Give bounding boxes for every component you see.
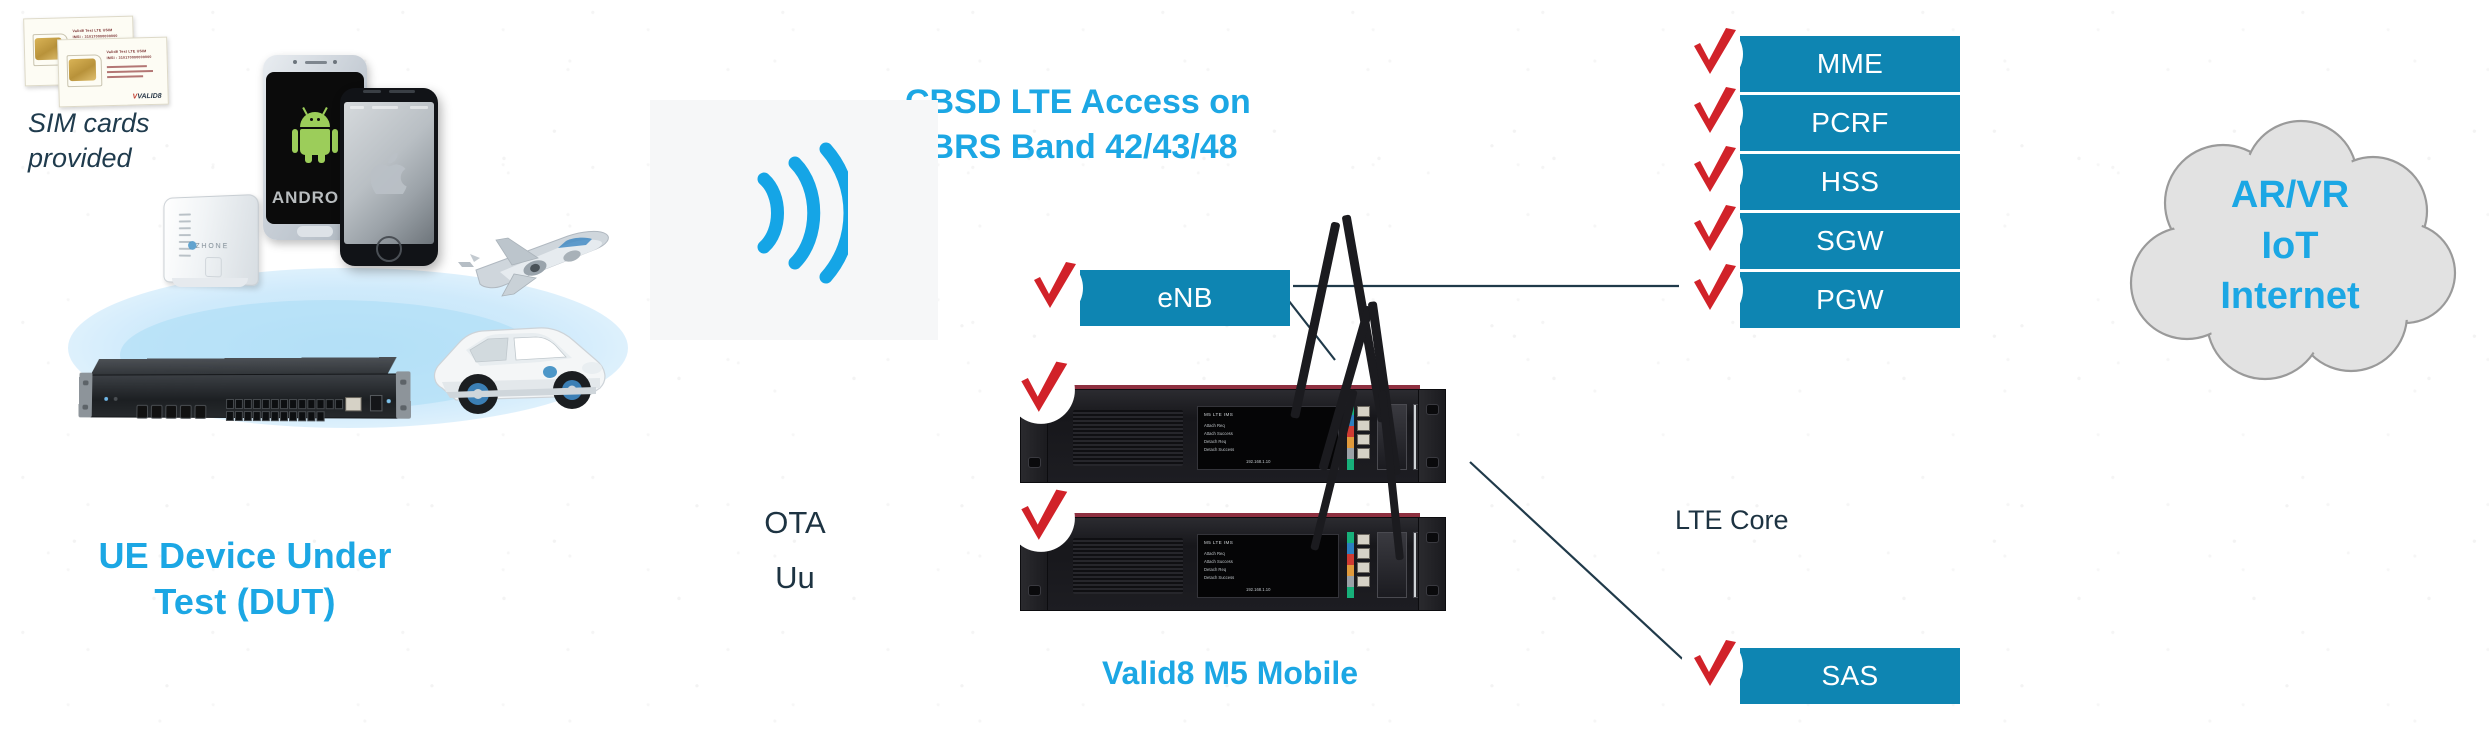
m5-rack-unit-top: M5 LTE IMS Attach Req Attach Success Det…: [1007, 356, 1446, 483]
lcd-row: Attach Success: [1204, 559, 1233, 564]
core-function-label: PCRF: [1811, 107, 1889, 138]
internet-cloud-shape: [2129, 119, 2457, 381]
apple-logo-icon: [371, 152, 407, 194]
uu-interface-label: Uu: [775, 560, 815, 595]
check-badge-icon: [1681, 635, 1743, 697]
enb-label: eNB: [1157, 282, 1213, 313]
check-badge-icon: [1681, 200, 1743, 262]
ue-label-line1: UE Device Under: [98, 535, 392, 576]
sas-label: SAS: [1821, 660, 1879, 691]
cbsd-access-title: CBSD LTE Access on CBRS Band 42/43/48: [905, 80, 1425, 170]
ota-label: OTA: [764, 505, 826, 540]
lcd-ip: 192.168.1.10: [1246, 459, 1271, 464]
lcd-row: Attach Req: [1204, 551, 1225, 556]
android-robot-icon: [292, 106, 338, 163]
ue-label-line2: Test (DUT): [154, 581, 336, 623]
lcd-row: Detach Success: [1204, 447, 1235, 452]
sim-card-title: Valid8 Test LTE USIM: [72, 28, 113, 34]
cloud-label-line2: IoT: [2261, 224, 2319, 267]
sim-card-front: Valid8 Test LTE USIM IMSI : 310170000000…: [57, 36, 169, 108]
sim-card-title: Valid8 Test LTE USIM: [106, 49, 147, 55]
cpe-router-device: ZHONE: [152, 193, 270, 296]
core-function-box[interactable]: PGW: [1740, 272, 1960, 328]
rack-to-sas-line: [1469, 461, 1691, 667]
core-function-box[interactable]: SGW: [1740, 213, 1960, 269]
lcd-header: M5 LTE IMS: [1204, 540, 1234, 545]
cloud-services-label: AR/VR IoT Internet: [2105, 170, 2475, 322]
valid8-m5-mobile-label: Valid8 M5 Mobile: [1101, 655, 1359, 691]
ue-device-under-test-label: UE Device Under Test (DUT): [30, 533, 460, 625]
cbsd-title-line2: CBRS Band 42/43/48: [905, 128, 1238, 167]
electric-car-device: [433, 327, 606, 414]
core-function-label: HSS: [1820, 166, 1880, 197]
lcd-row: Attach Success: [1204, 431, 1233, 436]
sim-card-imsi: IMSI : 310170000000000: [106, 54, 152, 61]
check-badge-icon: [1681, 82, 1743, 144]
core-function-box[interactable]: HSS: [1740, 154, 1960, 210]
lcd-row: Detach Req: [1204, 567, 1227, 572]
sim-cards-caption-line1: SIM cards: [28, 108, 150, 138]
check-badge-icon: [1007, 484, 1075, 552]
lcd-row: Attach Req: [1204, 423, 1225, 428]
check-badge-icon: [1007, 356, 1075, 424]
check-badge-icon: [1681, 141, 1743, 203]
core-function-label: PGW: [1816, 284, 1884, 315]
core-function-box[interactable]: MME: [1740, 36, 1960, 92]
check-badge-icon: [1021, 257, 1083, 319]
lcd-header: M5 LTE IMS: [1204, 412, 1234, 417]
cloud-label-line1: AR/VR: [2230, 174, 2350, 216]
check-badge-icon: [1681, 259, 1743, 321]
valid8-logo-text: VALID8: [137, 92, 162, 101]
check-badge-icon: [1681, 23, 1743, 85]
valid8-logo: VVALID8: [132, 92, 162, 101]
cloud-label-line3: Internet: [2220, 275, 2360, 318]
iphone-device: [340, 88, 438, 266]
sas-box[interactable]: SAS: [1740, 648, 1960, 704]
enb-box[interactable]: eNB: [1080, 270, 1290, 326]
sim-cards-caption-line2: provided: [28, 142, 132, 173]
sim-cards-caption: SIM cards provided: [28, 106, 258, 175]
core-function-label: SGW: [1816, 225, 1884, 256]
cbsd-title-line1: CBSD LTE Access on: [905, 83, 1251, 121]
ota-panel: [650, 100, 938, 340]
android-wordmark: ANDROID: [271, 188, 359, 207]
m5-rack-unit-bottom: M5 LTE IMS Attach Req Attach Success Det…: [1007, 484, 1446, 611]
lcd-ip: 192.168.1.10: [1246, 587, 1271, 592]
wireless-signal-icon: [757, 142, 848, 284]
ethernet-switch-device: [78, 357, 411, 433]
lte-core-label: LTE Core: [1675, 505, 1789, 535]
core-function-box[interactable]: PCRF: [1740, 95, 1960, 151]
airplane-device: [458, 230, 609, 297]
android-phone-device: ANDROID: [263, 55, 367, 240]
lcd-row: Detach Req: [1204, 439, 1227, 444]
sim-chip: [68, 58, 97, 82]
core-function-label: MME: [1816, 48, 1884, 79]
lcd-row: Detach Success: [1204, 575, 1235, 580]
